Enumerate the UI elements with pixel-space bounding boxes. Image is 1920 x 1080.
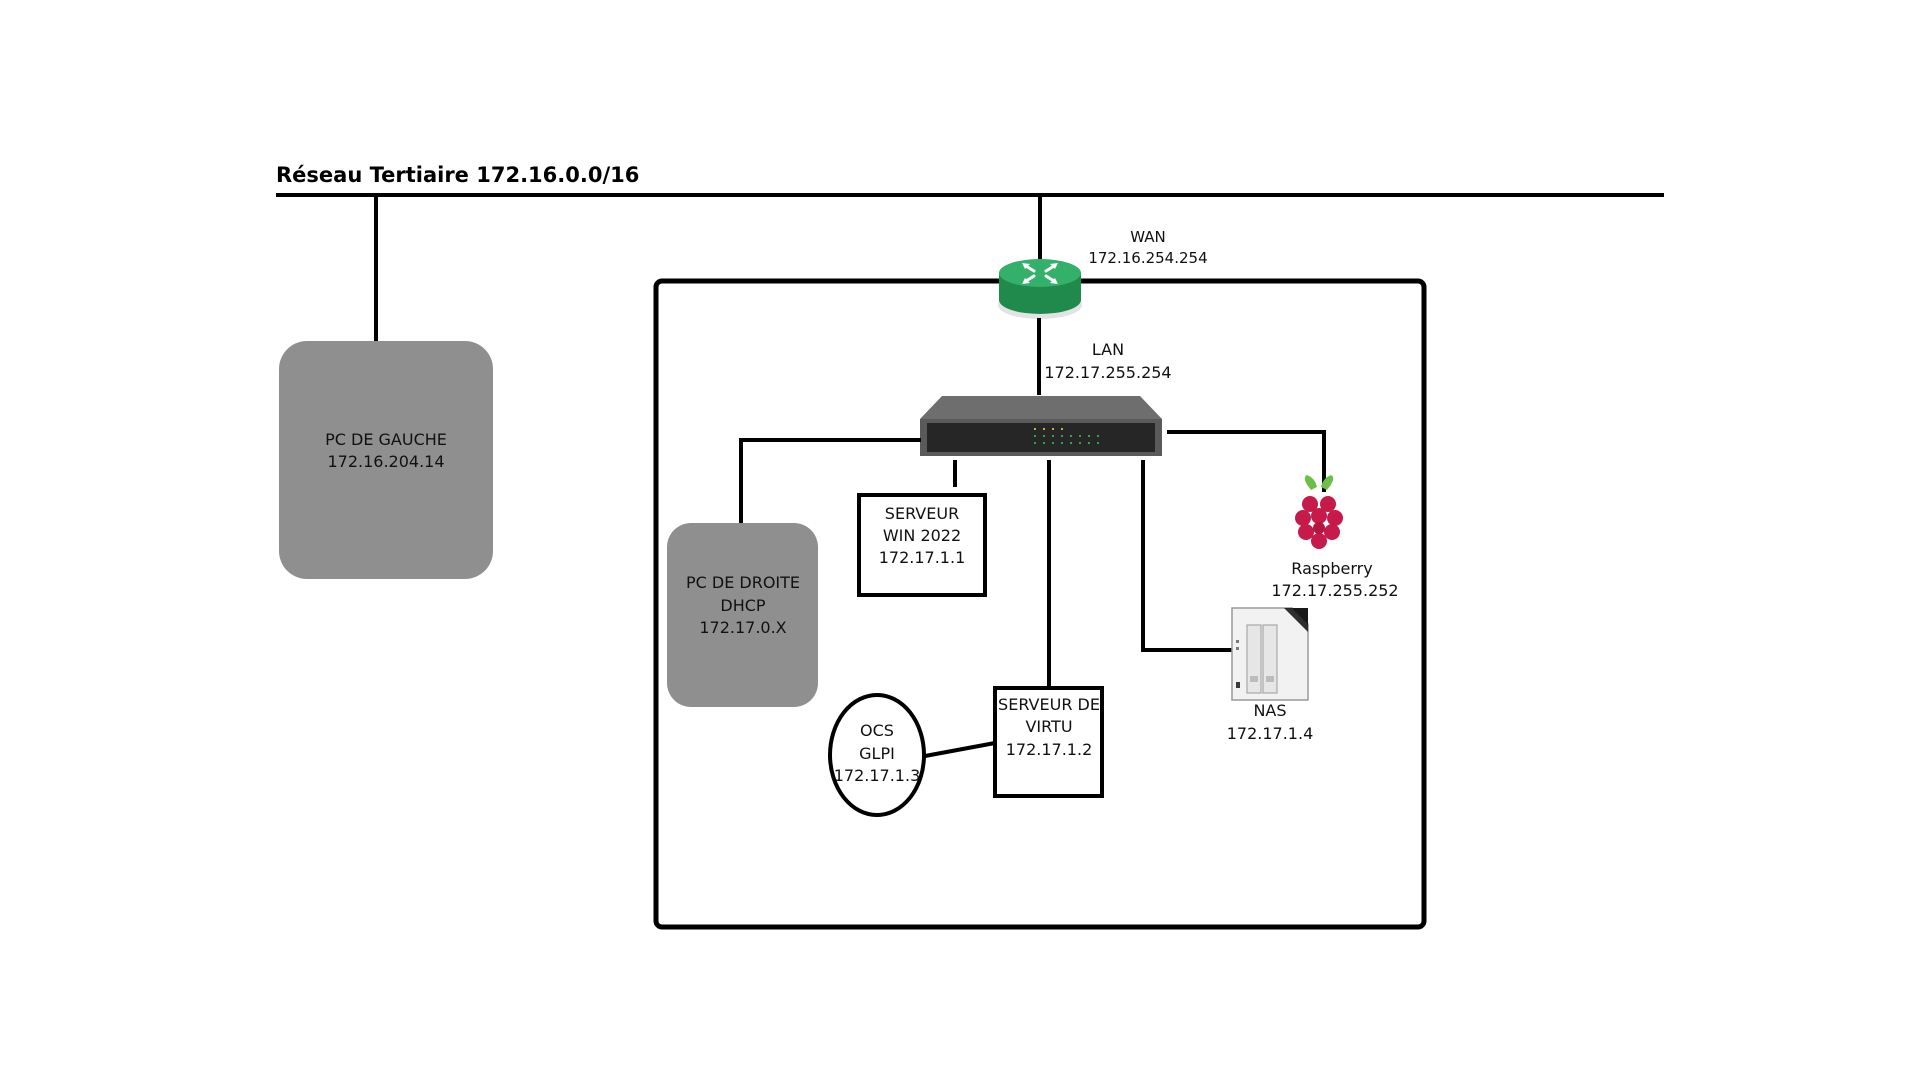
server-virtu-ip: 172.17.1.2 [1006,740,1093,759]
pc-left-label: PC DE GAUCHE [325,430,447,449]
server-virtu-label2: VIRTU [1025,717,1072,736]
nas-name: NAS [1253,701,1286,720]
nas-icon [1231,607,1309,701]
ocs-label: OCS [860,721,894,740]
server-win-ip: 172.17.1.1 [879,548,966,567]
router-icon [998,259,1082,319]
server-virtu-label: SERVEUR DE [998,695,1100,714]
pc-right-node [667,523,818,707]
pc-left-node [279,341,493,579]
pc-right-label: PC DE DROITE [686,573,800,592]
pc-right-ip: 172.17.0.X [699,618,786,637]
server-win-label: SERVEUR [885,504,959,523]
pc-right-dhcp: DHCP [720,596,766,615]
lan-label: LAN [1092,340,1124,359]
ocs-label2: GLPI [859,744,895,763]
server-virtu-box [993,686,1104,798]
pc-right-link [739,438,921,526]
server-win-box [857,493,987,597]
ocs-link [924,741,996,758]
nas-ip: 172.17.1.4 [1227,724,1314,743]
raspberry-pi-icon [1295,475,1343,549]
switch-icon [920,396,1162,456]
raspberry-name: Raspberry [1291,559,1372,578]
pc-left-ip: 172.16.204.14 [327,452,444,471]
wan-ip: 172.16.254.254 [1088,249,1207,267]
wan-label: WAN [1130,228,1166,246]
network-title: Réseau Tertiaire 172.16.0.0/16 [276,163,639,187]
nas-link [1141,460,1233,652]
raspberry-link [1167,430,1326,492]
ocs-ip: 172.17.1.3 [834,766,921,785]
lan-ip: 172.17.255.254 [1044,363,1171,382]
raspberry-ip: 172.17.255.252 [1271,581,1398,600]
ocs-node [828,693,926,817]
server-win-version: WIN 2022 [883,526,961,545]
